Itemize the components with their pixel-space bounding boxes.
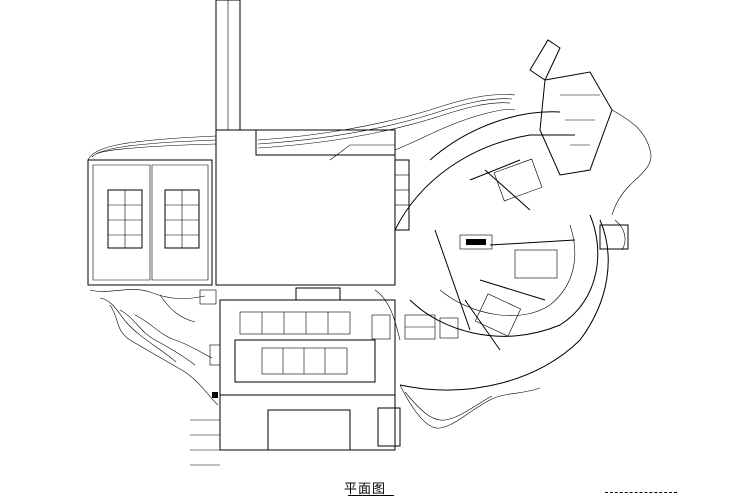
north-tower <box>215 0 241 131</box>
south-wing <box>190 394 401 466</box>
central-main-block <box>215 129 410 286</box>
caption-underline <box>348 495 394 496</box>
west-garden <box>89 289 219 406</box>
fan-shaped-wing <box>394 39 652 391</box>
south-coast <box>374 289 541 429</box>
pool-complex <box>219 287 396 396</box>
scale-bar <box>605 492 677 493</box>
north-terrain-contours <box>257 94 516 151</box>
drawing-caption: 平面图 <box>344 482 387 497</box>
misc-structures <box>199 289 459 398</box>
left-court-building <box>87 135 217 286</box>
